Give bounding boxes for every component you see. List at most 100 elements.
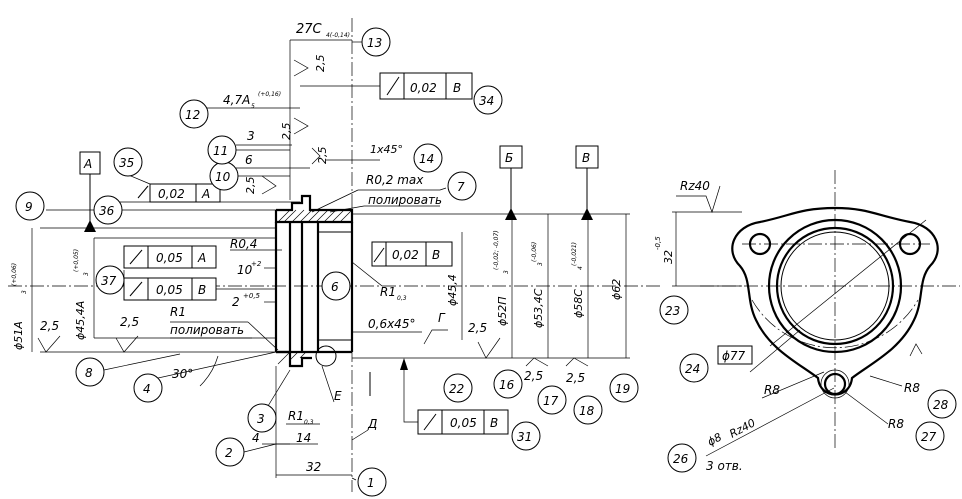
balloon-31: 31	[511, 421, 541, 451]
svg-text:0,05: 0,05	[156, 251, 183, 265]
dim-r1: R1	[170, 305, 186, 319]
balloon-8: 8	[75, 353, 181, 387]
note-polish-2: полировать	[170, 323, 244, 337]
svg-text:3: 3	[257, 412, 265, 426]
svg-text:(-0,02; -0,07): (-0,02; -0,07)	[493, 230, 500, 270]
datum-markers: А Б В	[79, 145, 599, 232]
dim-phi53-4: ϕ53,4С	[532, 288, 545, 328]
svg-text:19: 19	[615, 382, 630, 396]
svg-text:35: 35	[119, 156, 134, 170]
dim-phi58: ϕ58С	[572, 289, 585, 318]
svg-text:0,3: 0,3	[304, 419, 314, 426]
balloon-22: 22	[443, 373, 473, 403]
svg-text:31: 31	[517, 430, 532, 444]
rough-2-5-c: 2,5	[468, 321, 487, 335]
svg-text:В: В	[453, 81, 461, 95]
balloon-14: 14	[413, 143, 443, 173]
dim-r1-03: R1	[380, 285, 396, 299]
balloon-35: 35	[113, 147, 151, 185]
svg-text:(+0,05): (+0,05)	[73, 249, 80, 272]
balloon-11: 11	[207, 135, 290, 165]
svg-text:0,02: 0,02	[158, 187, 185, 201]
svg-text:А: А	[197, 251, 206, 265]
svg-text:(-0,021): (-0,021)	[571, 242, 578, 266]
dim-r0-4: R0,4	[230, 237, 257, 251]
balloon-17: 17	[537, 385, 567, 415]
rough-2-5-h: 2,5	[316, 147, 329, 165]
svg-text:24: 24	[685, 362, 700, 376]
svg-text:18: 18	[579, 404, 595, 418]
note-3-holes: 3 отв.	[706, 459, 743, 473]
balloon-1: 1	[351, 467, 387, 497]
svg-text:(+0,16): (+0,16)	[258, 91, 281, 98]
dim-phi52: ϕ52П	[496, 296, 509, 326]
svg-text:0,3: 0,3	[397, 295, 407, 302]
tolerance-frames: 0,02 В 0,02 А 0,05 А 0,05 В	[120, 72, 509, 435]
svg-text:R1: R1	[288, 409, 304, 423]
dim-phi51: ϕ51А	[12, 321, 25, 350]
dimension-lines: 27С 4(-0,14) 4,7А 5 (+0,16) 3 6 1x45° R0…	[11, 22, 627, 478]
dim-chamfer-1x45: 1x45°	[370, 143, 403, 156]
rough-2-5-b: 2,5	[120, 315, 139, 329]
svg-text:22: 22	[449, 382, 464, 396]
dim-27: 27С	[296, 22, 323, 37]
svg-text:7: 7	[457, 180, 465, 194]
svg-text:3: 3	[21, 290, 28, 294]
balloon-4: 4	[133, 373, 163, 403]
rough-2-5-a: 2,5	[40, 319, 59, 333]
svg-text:11: 11	[213, 144, 228, 158]
dim-14: 14	[296, 431, 311, 445]
note-r0-2: R0,2 max	[366, 173, 424, 187]
tolerance-37b: 0,05 В	[123, 277, 276, 301]
svg-text:В: В	[198, 283, 206, 297]
front-view	[700, 170, 960, 450]
balloon-36: 36	[93, 195, 123, 225]
balloon-19: 19	[609, 373, 639, 403]
tolerance-6: 0,02 В	[371, 241, 453, 267]
dim-3: 3	[247, 129, 255, 143]
balloon-34: 34	[473, 85, 503, 115]
balloon-37: 37	[95, 265, 125, 295]
dim-4: 4	[252, 431, 260, 445]
callout-balloons: 1 2 3 4 6 7 8 9 10 11 12 13 14 16 17 18 …	[15, 27, 957, 497]
rough-2-5-i: 2,5	[244, 177, 257, 195]
svg-text:13: 13	[367, 36, 382, 50]
balloon-24: 24	[679, 353, 709, 383]
svg-text:28: 28	[933, 398, 949, 412]
svg-text:16: 16	[499, 378, 515, 392]
dim-30-deg: 30°	[172, 367, 193, 381]
dim-32-front: 32	[662, 250, 675, 264]
dim-phi77: ϕ77	[722, 349, 746, 363]
balloon-7: 7	[439, 171, 477, 201]
rough-2-5-d: 2,5	[524, 369, 543, 383]
svg-text:27: 27	[921, 430, 937, 444]
balloon-9: 9	[15, 191, 276, 221]
svg-text:0,02: 0,02	[410, 81, 437, 95]
rough-2-5-g: 2,5	[280, 123, 293, 141]
svg-text:8: 8	[85, 366, 93, 380]
svg-text:6: 6	[331, 280, 339, 294]
svg-text:3: 3	[537, 262, 544, 266]
svg-text:В: В	[490, 416, 498, 430]
dim-27-tol: 4(-0,14)	[326, 32, 350, 39]
dim-2: 2	[232, 295, 240, 309]
svg-text:А: А	[201, 187, 210, 201]
balloon-3: 3	[247, 369, 291, 433]
balloon-2: 2	[215, 437, 277, 467]
svg-text:-0,5: -0,5	[654, 236, 662, 250]
svg-text:0,05: 0,05	[450, 416, 477, 430]
svg-text:0,02: 0,02	[392, 248, 419, 262]
datum-b: Б	[505, 151, 513, 165]
dim-phi45-4-a: ϕ45,4А	[74, 301, 87, 340]
balloon-28: 28	[927, 389, 957, 419]
svg-text:3: 3	[83, 272, 90, 276]
front-view-dims: Rz40 32 -0,5 ϕ77 R8 R8 R8 ϕ8 Rz40 3 отв.	[654, 179, 923, 473]
svg-text:9: 9	[25, 200, 33, 214]
dim-4-7: 4,7А	[223, 93, 250, 107]
balloon-27: 27	[915, 421, 945, 451]
svg-text:+2: +2	[251, 260, 262, 268]
dim-r8-right: R8	[904, 381, 920, 395]
tolerance-36: 0,02 А	[120, 183, 300, 203]
rz40-top: Rz40	[680, 179, 710, 193]
rough-2-5-f: 2,5	[314, 55, 327, 73]
